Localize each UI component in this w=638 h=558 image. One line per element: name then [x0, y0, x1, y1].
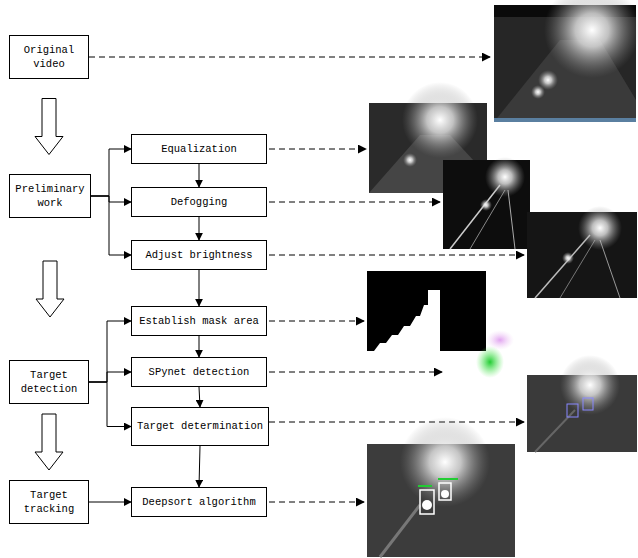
flow-arrow — [199, 387, 200, 407]
tracking-frame — [367, 417, 515, 557]
brightness-frame — [527, 206, 637, 298]
flow-arrow — [199, 336, 200, 357]
hollow-arrow — [35, 414, 63, 470]
box-label: Defogging — [167, 192, 232, 212]
box-label: Target detection — [10, 365, 88, 399]
flow-arrow — [199, 217, 200, 240]
process-box: Equalization — [131, 134, 267, 164]
flow-arrow — [199, 270, 200, 306]
defogged-frame — [443, 157, 530, 249]
flow-arrow — [89, 502, 131, 503]
hollow-arrow — [35, 99, 63, 155]
box-label: Adjust brightness — [141, 245, 256, 265]
process-box: Deepsort algorithm — [131, 487, 267, 517]
video-frame — [494, 0, 638, 122]
process-box: Target detection — [9, 360, 89, 404]
flow-arrow — [91, 149, 131, 196]
box-label: Preliminary work — [10, 179, 90, 213]
flow-arrow — [89, 321, 131, 382]
optical-flow-image — [476, 330, 514, 378]
box-label: Deepsort algorithm — [138, 492, 259, 512]
process-box: Original video — [9, 35, 89, 79]
box-label: Target determination — [133, 416, 267, 436]
process-box: Defogging — [131, 187, 267, 217]
flow-arrow — [199, 164, 200, 187]
flow-arrow — [89, 372, 131, 382]
process-box: Target tracking — [9, 480, 89, 524]
process-box: SPynet detection — [131, 357, 267, 387]
flow-arrow — [89, 382, 131, 427]
flow-arrow — [91, 196, 131, 255]
flow-arrow — [199, 446, 200, 487]
box-label: SPynet detection — [145, 362, 254, 382]
process-box: Preliminary work — [9, 174, 91, 218]
process-box: Target determination — [131, 407, 269, 446]
flow-arrow — [91, 196, 131, 202]
hollow-arrow — [36, 261, 64, 317]
mask-image — [367, 271, 486, 351]
box-label: Equalization — [157, 139, 241, 159]
process-box: Establish mask area — [131, 306, 267, 336]
process-box: Adjust brightness — [131, 240, 267, 270]
detection-frame — [527, 355, 637, 452]
box-label: Target tracking — [10, 485, 88, 519]
box-label: Establish mask area — [135, 311, 263, 331]
box-label: Original video — [10, 40, 88, 74]
